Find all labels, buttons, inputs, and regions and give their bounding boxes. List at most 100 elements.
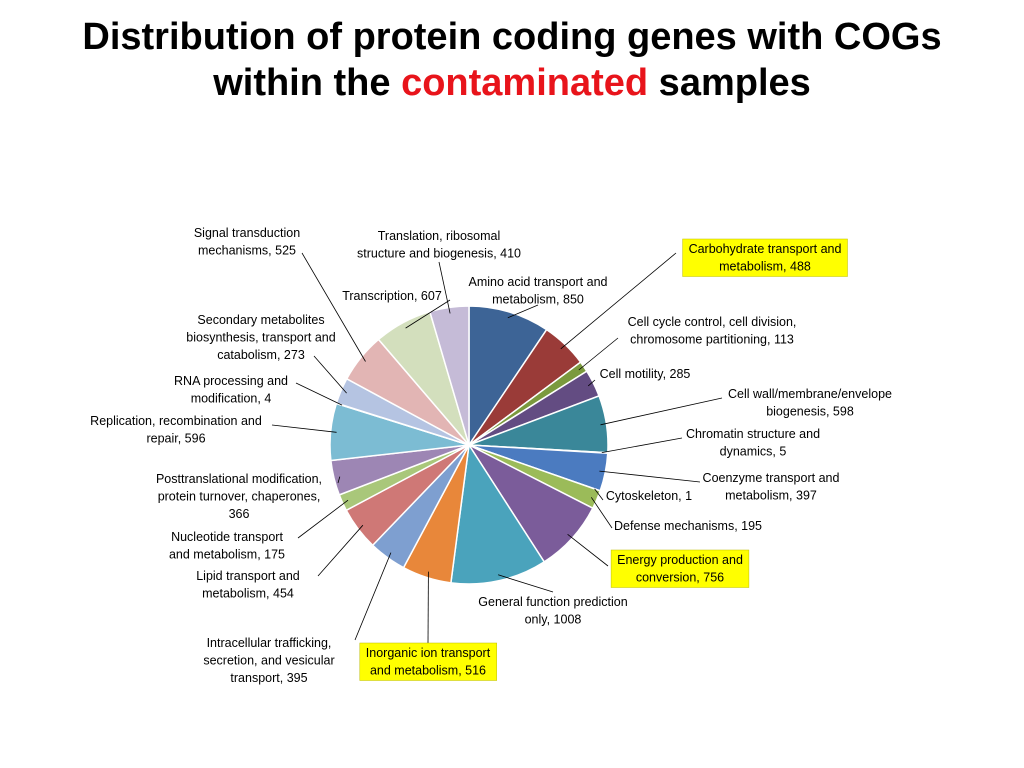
slice-label-line: metabolism, 488 — [719, 260, 811, 274]
leader-line-rna-processing-and-modification — [295, 382, 343, 406]
leader-line-defense-mechanisms — [590, 497, 613, 529]
leader-line-posttranslational-modification-protein-turnover-chaperones — [337, 476, 341, 484]
slice-label-line: Signal transduction — [194, 226, 300, 240]
slice-label-line: metabolism, 454 — [202, 587, 294, 601]
slice-label-cell-cycle-control-cell-division-chromosome-partitioning: Cell cycle control, cell division, chromo… — [628, 315, 797, 347]
pie-slices — [329, 305, 609, 585]
slice-label-line: RNA processing and — [174, 374, 288, 388]
leader-line-cell-wall-membrane-envelope-biogenesis — [600, 397, 723, 426]
leader-line-cell-cycle-control-cell-division-chromosome-partitioning — [578, 337, 619, 371]
slice-label-intracellular-trafficking-secretion-and-vesicular-transport: Intracellular trafficking, secretion, and… — [203, 636, 334, 685]
leader-line-energy-production-and-conversion — [567, 533, 609, 567]
slice-label-line: chromosome partitioning, 113 — [630, 333, 794, 347]
slice-label-line: protein turnover, chaperones, — [158, 490, 321, 504]
leader-line-nucleotide-transport-and-metabolism — [297, 499, 349, 539]
leader-line-signal-transduction-mechanisms — [301, 252, 366, 362]
slice-label-line: catabolism, 273 — [217, 348, 305, 362]
leader-line-general-function-prediction-only — [497, 574, 554, 593]
slice-label-inorganic-ion-transport-and-metabolism: Inorganic ion transport and metabolism, 5… — [359, 642, 497, 681]
title-line-1: Distribution of protein coding genes wit… — [82, 16, 942, 58]
slice-label-line: biosynthesis, transport and — [186, 331, 335, 345]
slice-label-line: Chromatin structure and — [686, 427, 820, 441]
leader-line-amino-acid-transport-and-metabolism — [507, 304, 539, 319]
leader-line-chromatin-structure-and-dynamics — [601, 437, 683, 453]
leader-line-lipid-transport-and-metabolism — [317, 524, 364, 577]
slice-label-line: conversion, 756 — [636, 571, 724, 585]
pie-slice-general-function-prediction-only — [450, 442, 546, 585]
slice-label-cell-motility: Cell motility, 285 — [600, 367, 691, 381]
slice-label-line: Transcription, 607 — [342, 289, 442, 303]
slice-label-line: Coenzyme transport and — [703, 471, 840, 485]
leader-line-coenzyme-transport-and-metabolism — [599, 470, 701, 483]
slice-label-line: Energy production and — [617, 553, 743, 567]
leader-line-replication-recombination-and-repair — [271, 424, 337, 433]
slice-label-posttranslational-modification-protein-turnover-chaperones: Posttranslational modification, protein t… — [156, 472, 322, 521]
slice-label-amino-acid-transport-and-metabolism: Amino acid transport and metabolism, 850 — [469, 275, 608, 307]
leader-line-cytoskeleton — [594, 488, 604, 501]
slice-label-line: Intracellular trafficking, — [207, 636, 332, 650]
slice-label-line: Posttranslational modification, — [156, 472, 322, 486]
slice-label-signal-transduction-mechanisms: Signal transduction mechanisms, 525 — [194, 226, 300, 258]
slice-label-line: Cell cycle control, cell division, — [628, 315, 797, 329]
slice-label-line: Nucleotide transport — [171, 530, 283, 544]
slice-label-translation-ribosomal-structure-and-biogenesis: Translation, ribosomal structure and biog… — [357, 229, 521, 261]
slice-label-line: and metabolism, 516 — [370, 664, 486, 678]
slice-label-line: Amino acid transport and — [469, 275, 608, 289]
slice-label-transcription: Transcription, 607 — [342, 289, 442, 303]
slice-label-coenzyme-transport-and-metabolism: Coenzyme transport and metabolism, 397 — [703, 471, 840, 503]
slice-label-line: Carbohydrate transport and — [689, 242, 842, 256]
slice-label-line: metabolism, 850 — [492, 293, 584, 307]
slice-label-line: biogenesis, 598 — [766, 405, 854, 419]
slice-label-chromatin-structure-and-dynamics: Chromatin structure and dynamics, 5 — [686, 427, 820, 459]
leader-line-secondary-metabolites-biosynthesis-transport-and-catabolism — [313, 355, 347, 394]
slice-label-line: and metabolism, 175 — [169, 548, 285, 562]
slice-label-rna-processing-and-modification: RNA processing and modification, 4 — [174, 374, 288, 406]
slice-label-line: Cell wall/membrane/envelope — [728, 387, 892, 401]
slice-label-replication-recombination-and-repair: Replication, recombination and repair, 59… — [90, 414, 262, 446]
pie-slice-amino-acid-transport-and-metabolism — [468, 305, 548, 448]
title-suffix: samples — [648, 62, 811, 104]
title-highlight-word: contaminated — [401, 62, 649, 104]
label-highlight-box — [610, 549, 750, 588]
slice-label-line: Cell motility, 285 — [600, 367, 691, 381]
slice-label-line: Replication, recombination and — [90, 414, 262, 428]
slice-label-defense-mechanisms: Defense mechanisms, 195 — [614, 519, 762, 533]
slice-label-line: Defense mechanisms, 195 — [614, 519, 762, 533]
leader-line-translation-ribosomal-structure-and-biogenesis — [438, 261, 451, 314]
slice-label-energy-production-and-conversion: Energy production and conversion, 756 — [610, 549, 750, 588]
leader-line-intracellular-trafficking-secretion-and-vesicular-transport — [354, 552, 392, 641]
label-highlight-box — [682, 238, 848, 277]
slice-label-line: Lipid transport and — [196, 569, 300, 583]
slice-label-line: 366 — [229, 507, 250, 521]
chart-title: Distribution of protein coding genes wit… — [0, 14, 1024, 106]
slice-label-secondary-metabolites-biosynthesis-transport-and-catabolism: Secondary metabolites biosynthesis, trans… — [186, 313, 335, 362]
slice-label-line: Inorganic ion transport — [366, 646, 491, 660]
slice-label-line: mechanisms, 525 — [198, 244, 296, 258]
slice-label-line: Secondary metabolites — [197, 313, 324, 327]
slice-label-line: General function prediction — [478, 595, 627, 609]
leader-lines — [271, 252, 723, 645]
leader-line-carbohydrate-transport-and-metabolism — [560, 252, 677, 350]
title-line-2: within the contaminated samples — [0, 60, 1024, 106]
slice-label-nucleotide-transport-and-metabolism: Nucleotide transport and metabolism, 175 — [169, 530, 285, 562]
leader-line-cell-motility — [587, 379, 596, 387]
slice-label-line: metabolism, 397 — [725, 489, 817, 503]
slice-label-line: repair, 596 — [146, 432, 205, 446]
leader-line-transcription — [405, 299, 451, 329]
slice-label-line: structure and biogenesis, 410 — [357, 247, 521, 261]
title-prefix: within the — [213, 62, 402, 104]
slice-label-general-function-prediction-only: General function prediction only, 1008 — [478, 595, 627, 627]
label-highlight-box — [359, 642, 497, 681]
slice-label-line: dynamics, 5 — [720, 445, 787, 459]
slice-label-carbohydrate-transport-and-metabolism: Carbohydrate transport and metabolism, 48… — [682, 238, 848, 277]
slice-label-line: Cytoskeleton, 1 — [606, 489, 692, 503]
slice-label-line: secretion, and vesicular — [203, 654, 334, 668]
slice-label-line: modification, 4 — [191, 392, 272, 406]
slice-label-line: transport, 395 — [230, 671, 307, 685]
slice-label-lipid-transport-and-metabolism: Lipid transport and metabolism, 454 — [196, 569, 300, 601]
slice-label-line: only, 1008 — [525, 613, 582, 627]
slice-label-cell-wall-membrane-envelope-biogenesis: Cell wall/membrane/envelope biogenesis, 5… — [728, 387, 892, 419]
slice-label-line: Translation, ribosomal — [378, 229, 501, 243]
